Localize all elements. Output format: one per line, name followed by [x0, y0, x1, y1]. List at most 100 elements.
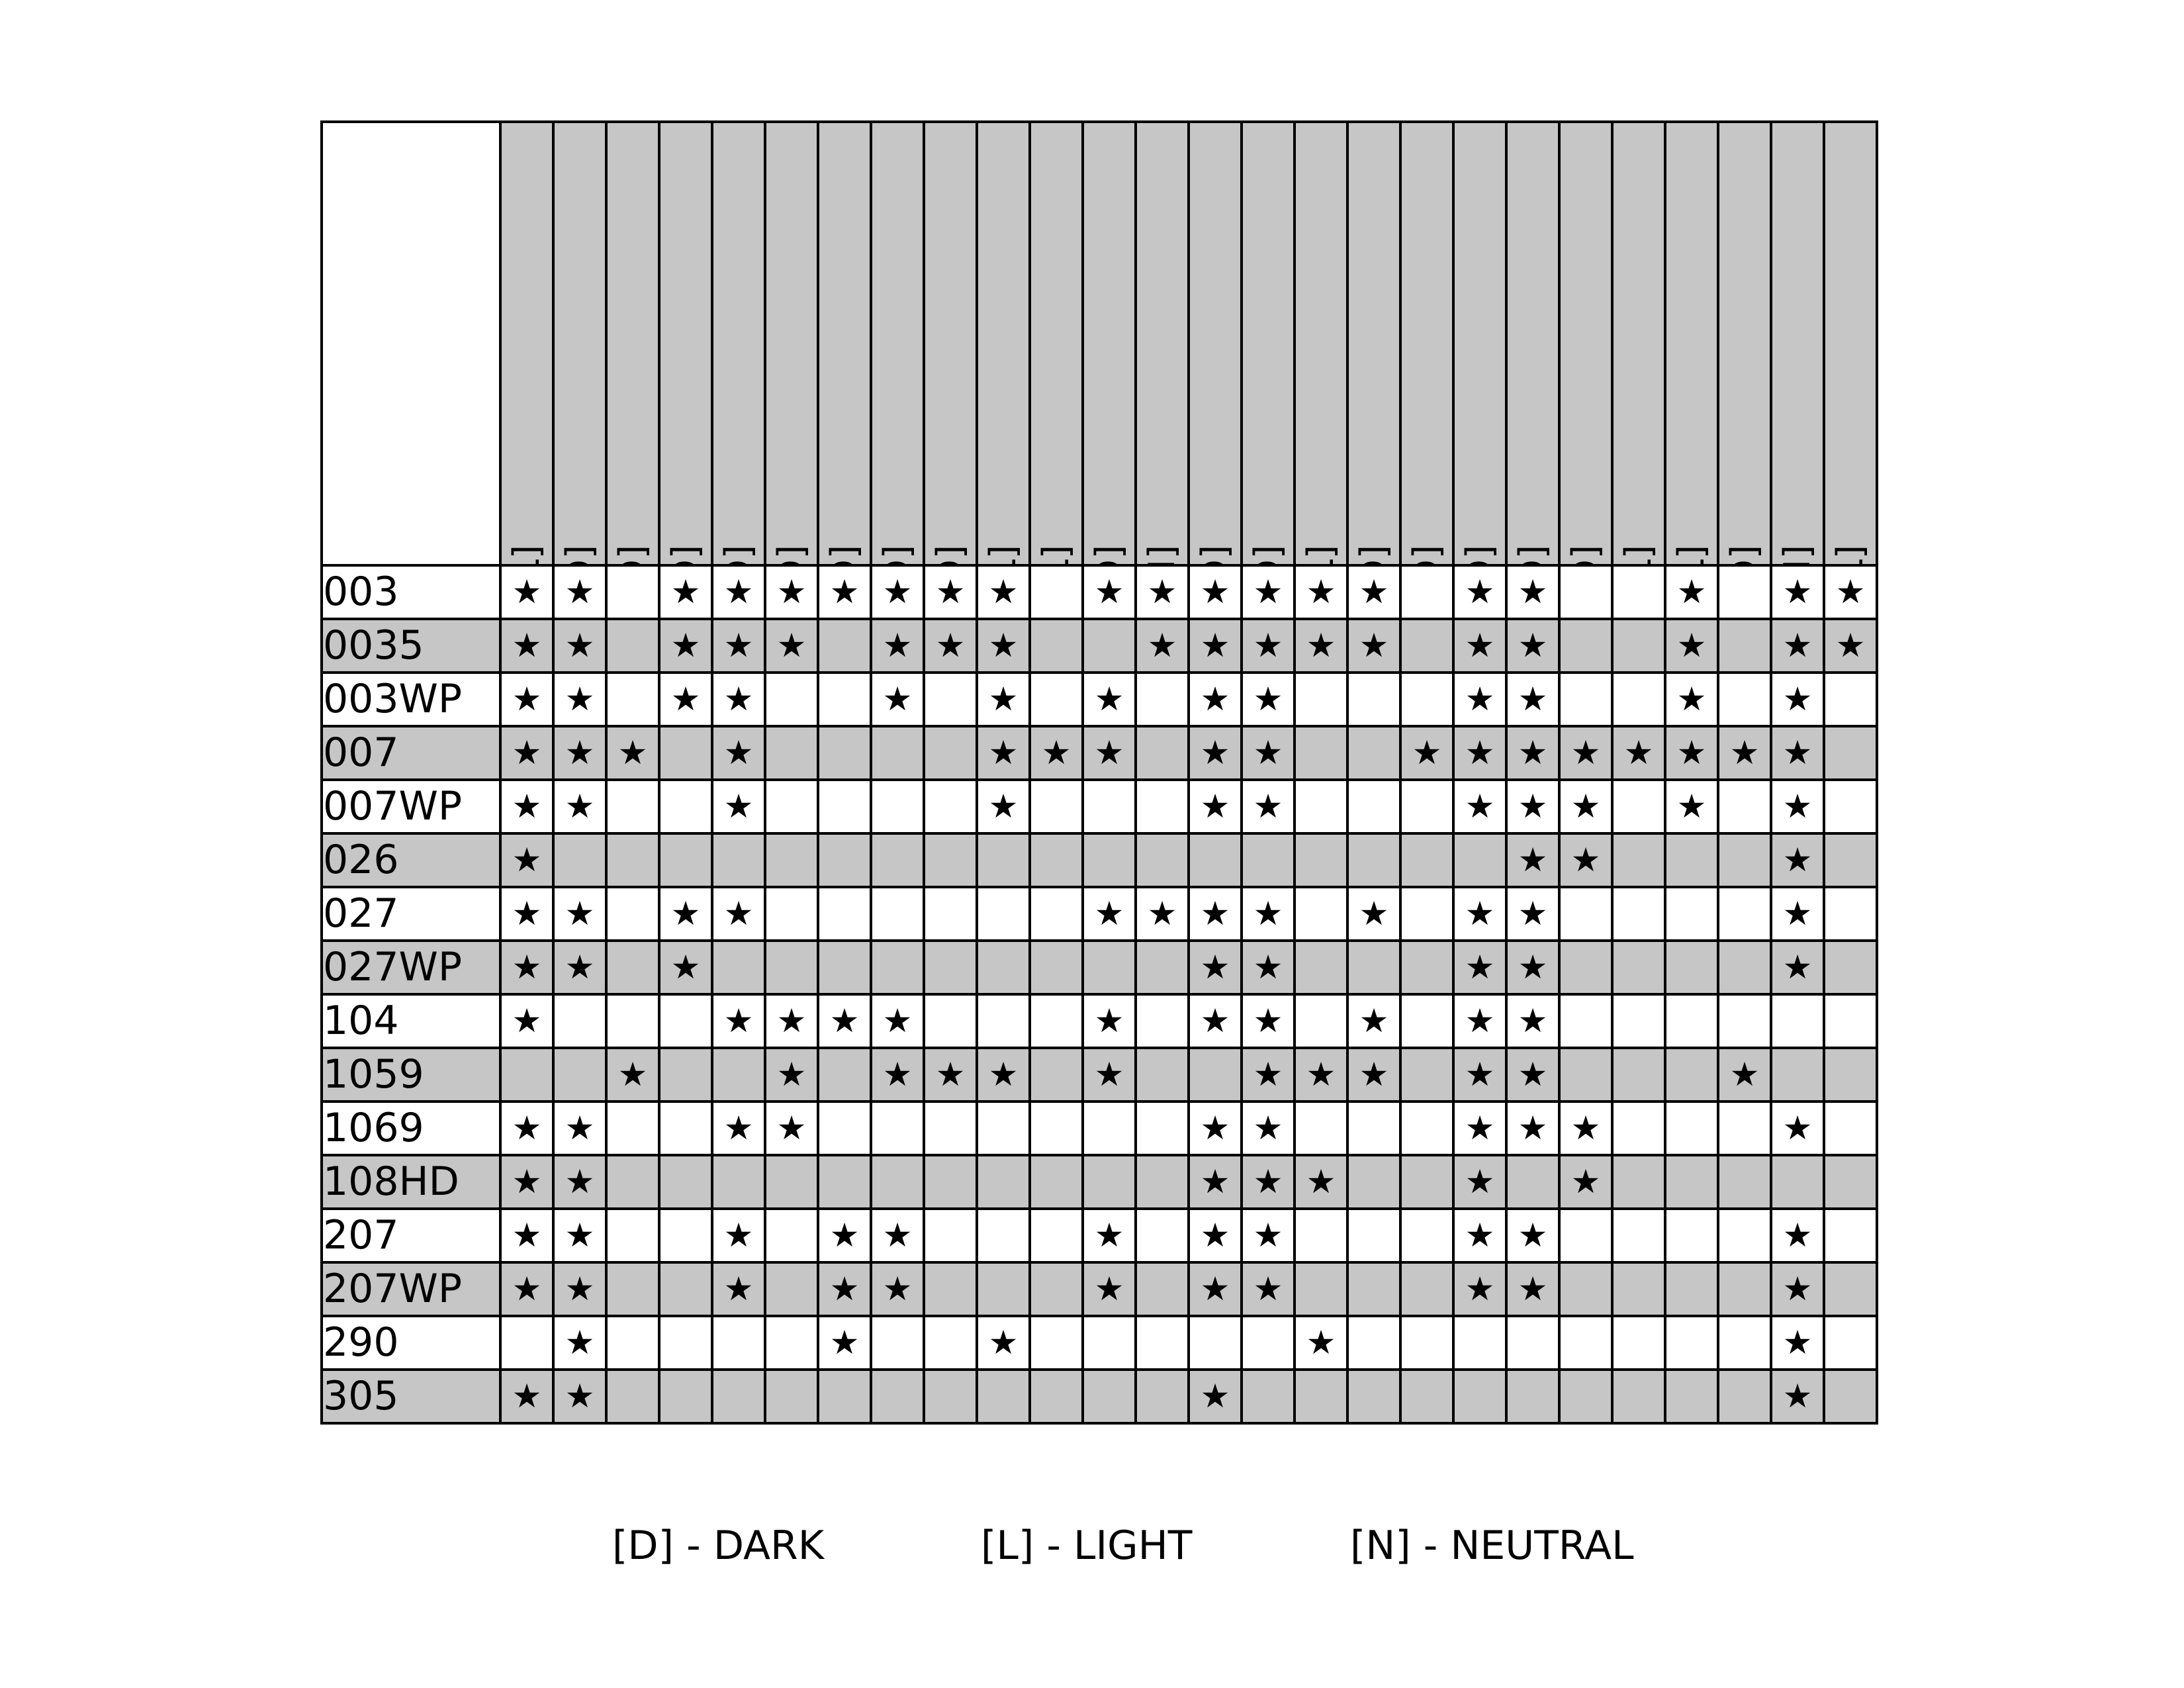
empty-cell: [923, 1100, 978, 1156]
empty-cell: [1399, 1207, 1455, 1264]
star-icon: ★: [552, 671, 608, 727]
column-header: LILAC[L]: [1028, 120, 1084, 567]
column-header-rotated: DARK ASH[D]: [662, 535, 709, 563]
row-label: 003: [320, 564, 502, 620]
star-icon: ★: [817, 1207, 872, 1264]
star-icon: ★: [711, 725, 766, 781]
star-icon: ★: [552, 1154, 608, 1210]
empty-cell: [658, 1368, 713, 1425]
empty-cell: [817, 618, 872, 674]
column-code: [L]: [1032, 535, 1080, 563]
column-header-rotated: SAFETY GREEN[D]: [1562, 535, 1610, 563]
empty-cell: [817, 1154, 872, 1210]
table-row: 0035★★★★★★★★★★★★★★★★★★: [320, 618, 1878, 674]
empty-cell: [605, 1154, 660, 1210]
empty-cell: [1717, 1368, 1772, 1425]
empty-cell: [1028, 1261, 1084, 1317]
empty-cell: [1399, 1315, 1455, 1371]
table-row: 007WP★★★★★★★★★★★: [320, 778, 1878, 835]
star-icon: ★: [764, 1100, 819, 1156]
column-header-rotated: KELLY GREEN[D]: [874, 535, 921, 563]
star-icon: ★: [1293, 618, 1349, 674]
star-icon: ★: [1664, 671, 1719, 727]
column-header: FOREST GREEN[D]: [711, 120, 766, 567]
empty-cell: [1134, 993, 1190, 1049]
column-code: [D]: [715, 535, 762, 563]
empty-cell: [1611, 1154, 1666, 1210]
column-header-rotated: PURPLE[D]: [1350, 535, 1398, 563]
column-code: [D]: [556, 535, 604, 563]
star-icon: ★: [711, 671, 766, 727]
empty-cell: [711, 939, 766, 996]
star-icon: ★: [1770, 564, 1825, 620]
empty-cell: [1558, 993, 1614, 1049]
empty-cell: [1293, 671, 1349, 727]
star-icon: ★: [1081, 671, 1137, 727]
column-header-rotated: SILVER[L]: [1615, 535, 1662, 563]
star-icon: ★: [1187, 618, 1243, 674]
star-icon: ★: [1293, 564, 1349, 620]
empty-cell: [1611, 671, 1666, 727]
empty-cell: [711, 832, 766, 888]
star-icon: ★: [552, 939, 608, 996]
star-icon: ★: [499, 886, 555, 942]
star-icon: ★: [817, 993, 872, 1049]
empty-cell: [1558, 1047, 1614, 1103]
empty-cell: [1611, 1207, 1666, 1264]
empty-cell: [923, 939, 978, 996]
star-icon: ★: [1505, 725, 1561, 781]
star-icon: ★: [1081, 993, 1137, 1049]
empty-cell: [1346, 725, 1402, 781]
empty-cell: [923, 886, 978, 942]
table-row: 027★★★★★★★★★★★★: [320, 886, 1878, 942]
column-code: [D]: [874, 535, 921, 563]
star-icon: ★: [552, 564, 608, 620]
empty-cell: [605, 832, 660, 888]
star-icon: ★: [976, 725, 1031, 781]
empty-cell: [658, 1261, 713, 1317]
table-row: 007★★★★★★★★★★★★★★★★★: [320, 725, 1878, 781]
row-label: 104: [320, 993, 502, 1049]
star-icon: ★: [1452, 993, 1508, 1049]
star-icon: ★: [1770, 1100, 1825, 1156]
star-icon: ★: [1293, 1047, 1349, 1103]
star-icon: ★: [1187, 778, 1243, 835]
empty-cell: [552, 832, 608, 888]
star-icon: ★: [711, 993, 766, 1049]
empty-cell: [1664, 1315, 1719, 1371]
star-icon: ★: [1081, 1261, 1137, 1317]
empty-cell: [1134, 1368, 1190, 1425]
star-icon: ★: [1187, 939, 1243, 996]
column-header-rotated: MAROON[D]: [1085, 535, 1133, 563]
empty-cell: [1028, 886, 1084, 942]
empty-cell: [658, 725, 713, 781]
column-header-text: NATURAL[N]: [1138, 535, 1186, 563]
empty-cell: [658, 993, 713, 1049]
empty-cell: [870, 1154, 925, 1210]
column-header-text: WHITE[N]: [1774, 535, 1821, 563]
column-header-text: KEY LIME[D]: [927, 535, 974, 563]
star-icon: ★: [1240, 671, 1296, 727]
empty-cell: [1611, 564, 1666, 620]
column-header-text: PURPLE[D]: [1350, 535, 1398, 563]
empty-cell: [658, 832, 713, 888]
column-header: GOLD[D]: [764, 120, 819, 567]
star-icon: ★: [658, 886, 713, 942]
column-header: SAFETY GREEN[D]: [1558, 120, 1614, 567]
column-code: [L]: [979, 535, 1027, 563]
column-header-text: ROYAL BLUE[D]: [1509, 535, 1557, 563]
column-code: [D]: [609, 535, 657, 563]
empty-cell: [1823, 778, 1878, 835]
empty-cell: [1399, 1047, 1455, 1103]
empty-cell: [976, 993, 1031, 1049]
column-header-rotated: PINK[L]: [1297, 535, 1345, 563]
empty-cell: [605, 1207, 660, 1264]
star-icon: ★: [1717, 725, 1772, 781]
empty-cell: [1081, 1154, 1137, 1210]
star-icon: ★: [817, 564, 872, 620]
star-icon: ★: [1028, 725, 1084, 781]
empty-cell: [1293, 939, 1349, 996]
star-icon: ★: [1452, 564, 1508, 620]
column-header: BLACK[D]: [552, 120, 608, 567]
empty-cell: [1558, 671, 1614, 727]
